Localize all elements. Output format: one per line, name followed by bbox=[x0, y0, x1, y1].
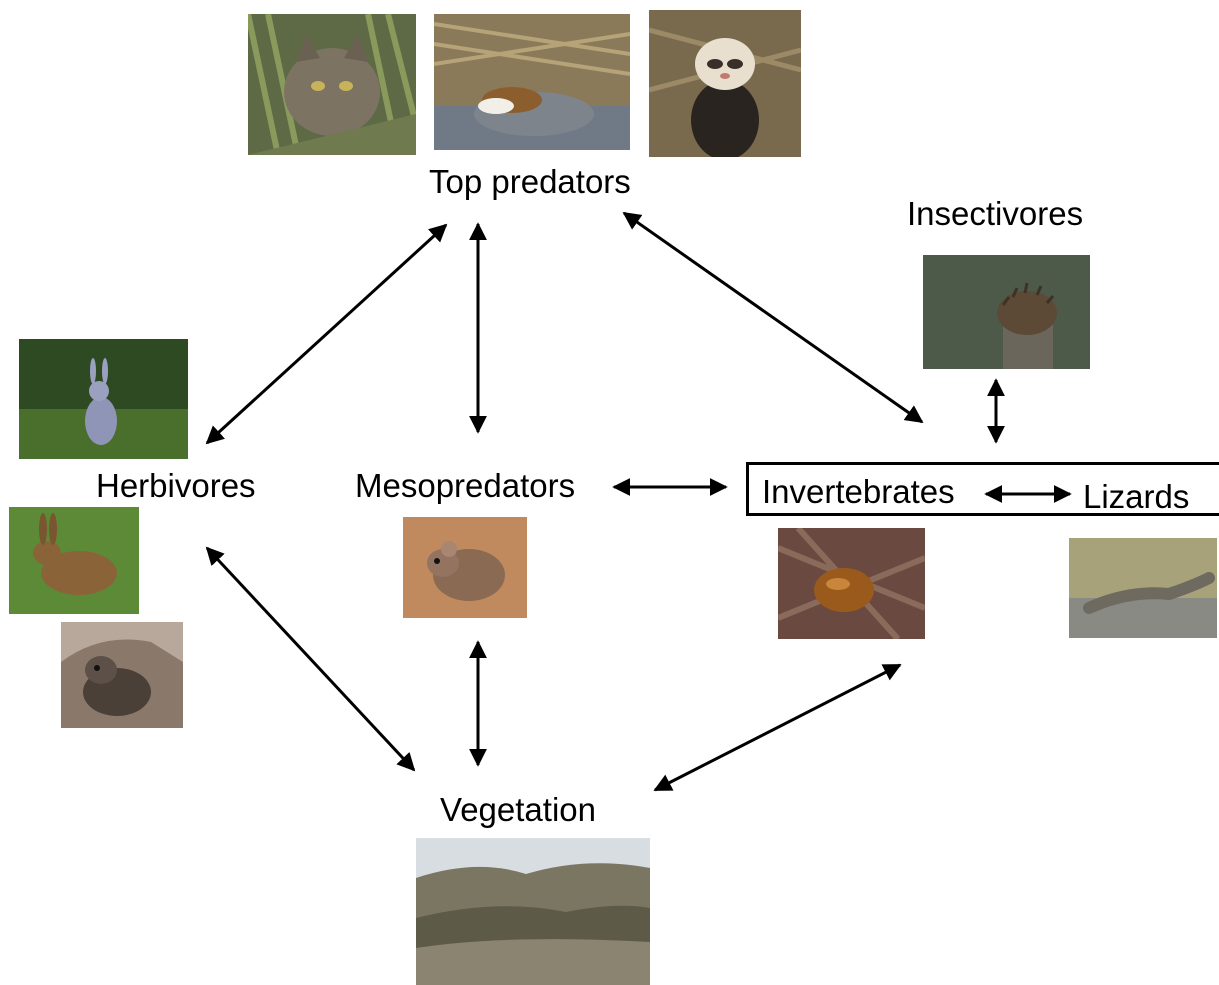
ferret-photo bbox=[649, 10, 801, 157]
possum-photo bbox=[61, 622, 183, 728]
cat-photo bbox=[248, 14, 416, 155]
arrow-herbivores-vegetation bbox=[205, 546, 416, 772]
label-invertebrates: Invertebrates bbox=[762, 473, 955, 510]
rabbit-photo bbox=[19, 339, 188, 459]
invertebrates-lizards-box bbox=[746, 462, 1219, 516]
label-insectivores: Insectivores bbox=[907, 195, 1084, 232]
label-mesopredators: Mesopredators bbox=[355, 467, 576, 504]
label-herbivores: Herbivores bbox=[96, 467, 256, 504]
arrow-toppredators-invertebrates bbox=[622, 211, 924, 424]
label-vegetation: Vegetation bbox=[440, 791, 596, 828]
lizard-photo bbox=[1069, 538, 1217, 638]
mouse-photo bbox=[403, 517, 527, 618]
landscape-photo bbox=[416, 838, 650, 985]
label-top-predators: Top predators bbox=[429, 163, 631, 200]
label-lizards: Lizards bbox=[1083, 478, 1190, 515]
stoat-photo bbox=[434, 14, 630, 150]
hedgehog-photo bbox=[923, 255, 1090, 369]
beetle-photo bbox=[778, 528, 925, 639]
arrow-invertebrates-vegetation bbox=[653, 663, 902, 792]
arrow-herbivores-toppredators bbox=[205, 223, 448, 445]
hare-photo bbox=[9, 507, 139, 614]
